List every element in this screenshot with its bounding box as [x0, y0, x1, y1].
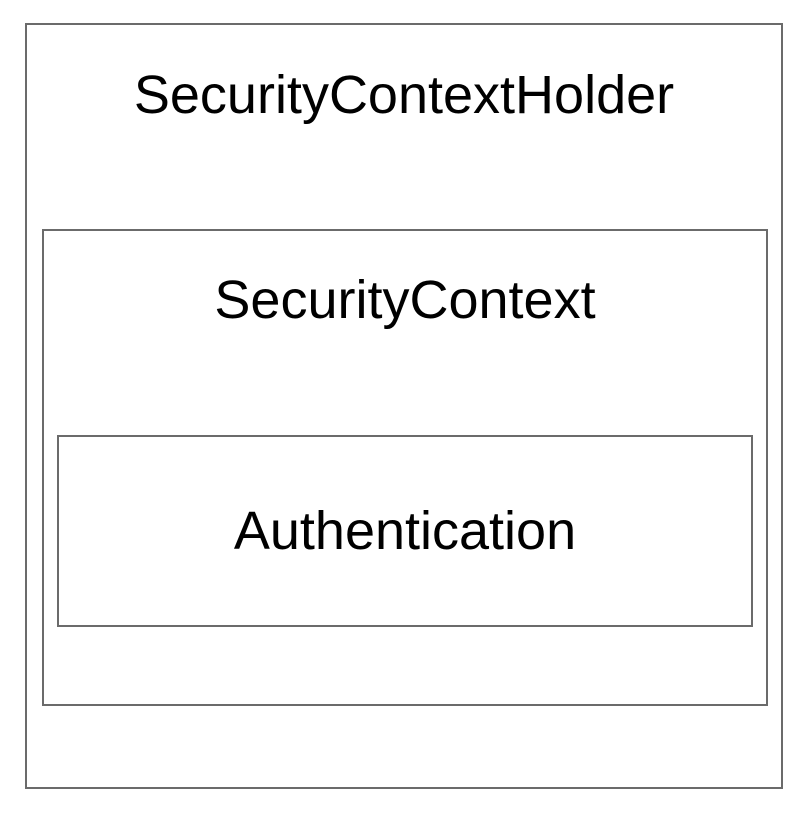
authentication-box: Authentication [57, 435, 753, 627]
security-context-label: SecurityContext [214, 270, 596, 330]
authentication-label: Authentication [233, 501, 577, 561]
security-context-holder-label: SecurityContextHolder [133, 65, 675, 125]
security-context-holder-box: SecurityContextHolder SecurityContext Au… [25, 23, 783, 789]
security-context-box: SecurityContext Authentication [42, 229, 768, 706]
